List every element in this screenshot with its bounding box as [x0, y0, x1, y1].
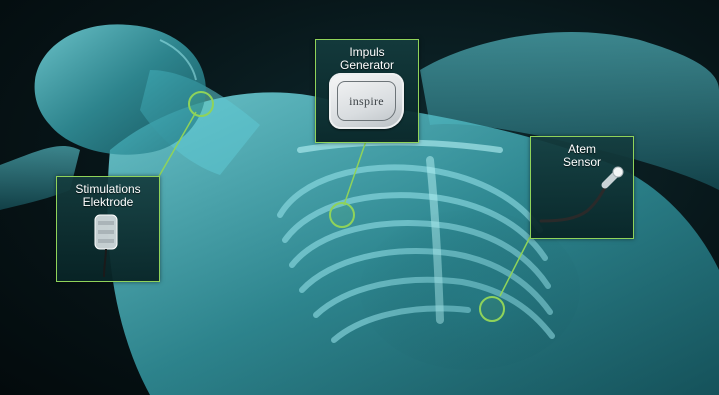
impulse-generator-device: inspire — [329, 73, 404, 129]
sensor-callout: Atem Sensor — [530, 136, 634, 239]
generator-callout-title: Impuls Generator — [316, 46, 418, 72]
electrode-device-image — [57, 177, 159, 281]
neck-target-marker — [189, 92, 213, 116]
ribs-target-marker — [480, 297, 504, 321]
breathing-sensor-image — [531, 137, 633, 238]
inspire-logo: inspire — [329, 94, 404, 109]
head — [35, 24, 206, 154]
generator-callout: Impuls Generator inspire — [315, 39, 419, 143]
electrode-callout: Stimulations Elektrode — [56, 176, 160, 282]
chest-target-marker — [330, 203, 354, 227]
